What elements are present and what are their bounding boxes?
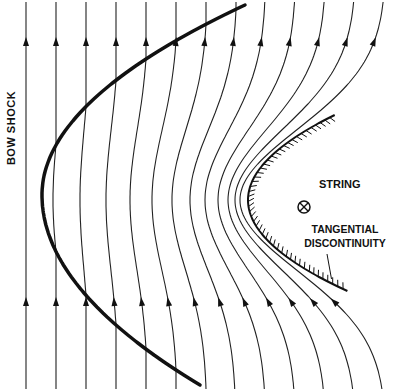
- hatch-mark: [251, 212, 255, 217]
- field-arrowhead: [113, 37, 119, 46]
- hatch-mark: [279, 149, 285, 152]
- hatch-mark: [282, 246, 283, 253]
- field-arrowhead: [193, 297, 199, 307]
- field-arrowhead: [53, 37, 59, 46]
- field-arrowhead: [230, 37, 236, 46]
- hatch-mark: [256, 220, 260, 226]
- hatch-mark: [264, 164, 271, 166]
- field-arrowhead: [243, 297, 249, 307]
- hatch-mark: [271, 156, 277, 158]
- field-arrowhead: [218, 297, 224, 307]
- hatch-mark: [325, 120, 330, 124]
- field-arrowhead: [331, 299, 340, 307]
- field-lines: [23, 2, 383, 389]
- string-symbol: [298, 201, 310, 213]
- discontinuity-label: TANGENTIAL DISCONTINUITY: [292, 222, 398, 250]
- field-arrowhead: [266, 298, 273, 307]
- hatch-mark: [332, 277, 333, 284]
- field-arrowhead: [112, 297, 118, 306]
- field-line: [80, 2, 86, 389]
- field-arrowhead: [310, 298, 318, 307]
- discontinuity-curve: [248, 115, 347, 291]
- hatch-mark: [250, 207, 255, 212]
- hatch-mark: [304, 262, 306, 269]
- hatch-mark: [313, 267, 314, 274]
- field-line: [228, 2, 324, 389]
- hatch-mark: [248, 198, 254, 201]
- hatch-mark: [266, 232, 268, 238]
- leader-line: [327, 254, 332, 279]
- hatch-mark: [254, 177, 261, 178]
- hatch-mark: [262, 228, 265, 234]
- field-line: [218, 2, 295, 389]
- field-arrowhead: [23, 297, 29, 306]
- hatch-mark: [270, 236, 272, 242]
- field-arrowhead: [286, 37, 292, 46]
- hatch-mark: [252, 181, 259, 182]
- hatch-mark: [250, 186, 257, 187]
- field-arrowhead: [83, 37, 89, 46]
- hatch-mark: [257, 172, 264, 174]
- hatch-mark: [306, 131, 312, 135]
- hatch-mark: [330, 118, 335, 122]
- field-arrowhead: [201, 37, 207, 46]
- tangential-discontinuity-surface: [248, 115, 347, 291]
- hatch-mark: [316, 125, 322, 129]
- field-arrowhead: [370, 37, 376, 47]
- hatch-mark: [260, 168, 267, 169]
- hatch-mark: [327, 275, 328, 282]
- hatch-mark: [292, 140, 298, 143]
- hatch-mark: [309, 265, 311, 272]
- hatch-mark: [259, 225, 262, 231]
- hatch-mark: [337, 280, 338, 287]
- hatch-mark: [254, 216, 258, 221]
- hatch-mark: [320, 123, 326, 127]
- hatch-mark: [318, 270, 319, 277]
- field-arrowhead: [166, 297, 172, 306]
- bow-shock-label: BOW SHOCK: [4, 90, 18, 166]
- hatch-mark: [311, 128, 317, 132]
- string-label: STRING: [318, 177, 362, 191]
- field-line: [190, 2, 236, 389]
- field-line: [240, 2, 383, 389]
- field-arrowhead: [139, 297, 145, 306]
- hatch-mark: [277, 243, 279, 250]
- field-line: [172, 2, 206, 389]
- hatch-mark: [296, 137, 302, 140]
- hatch-mark: [267, 160, 273, 162]
- field-arrowhead: [257, 37, 263, 46]
- field-line: [25, 2, 26, 389]
- field-line: [53, 2, 56, 389]
- hatch-mark: [248, 194, 254, 197]
- hatch-mark: [294, 256, 296, 263]
- field-arrowhead: [314, 37, 320, 46]
- field-arrowhead: [289, 298, 297, 307]
- hatch-mark: [301, 134, 307, 138]
- hatch-mark: [284, 146, 290, 149]
- hatch-mark: [249, 203, 255, 207]
- hatch-mark: [342, 282, 343, 289]
- field-arrowhead: [143, 37, 149, 46]
- hatch-mark: [275, 153, 281, 156]
- field-arrowhead: [53, 297, 59, 306]
- field-arrowhead: [342, 37, 348, 47]
- field-arrowhead: [23, 37, 29, 46]
- hatch-mark: [273, 240, 275, 247]
- hatch-mark: [288, 143, 294, 146]
- hatch-mark: [322, 272, 323, 279]
- hatch-mark: [291, 253, 292, 260]
- hatch-mark: [299, 259, 301, 266]
- field-line: [106, 2, 116, 389]
- bow-shock-curve: [42, 5, 245, 385]
- field-line: [235, 2, 354, 389]
- hatch-mark: [249, 190, 255, 192]
- hatch-mark: [286, 250, 287, 257]
